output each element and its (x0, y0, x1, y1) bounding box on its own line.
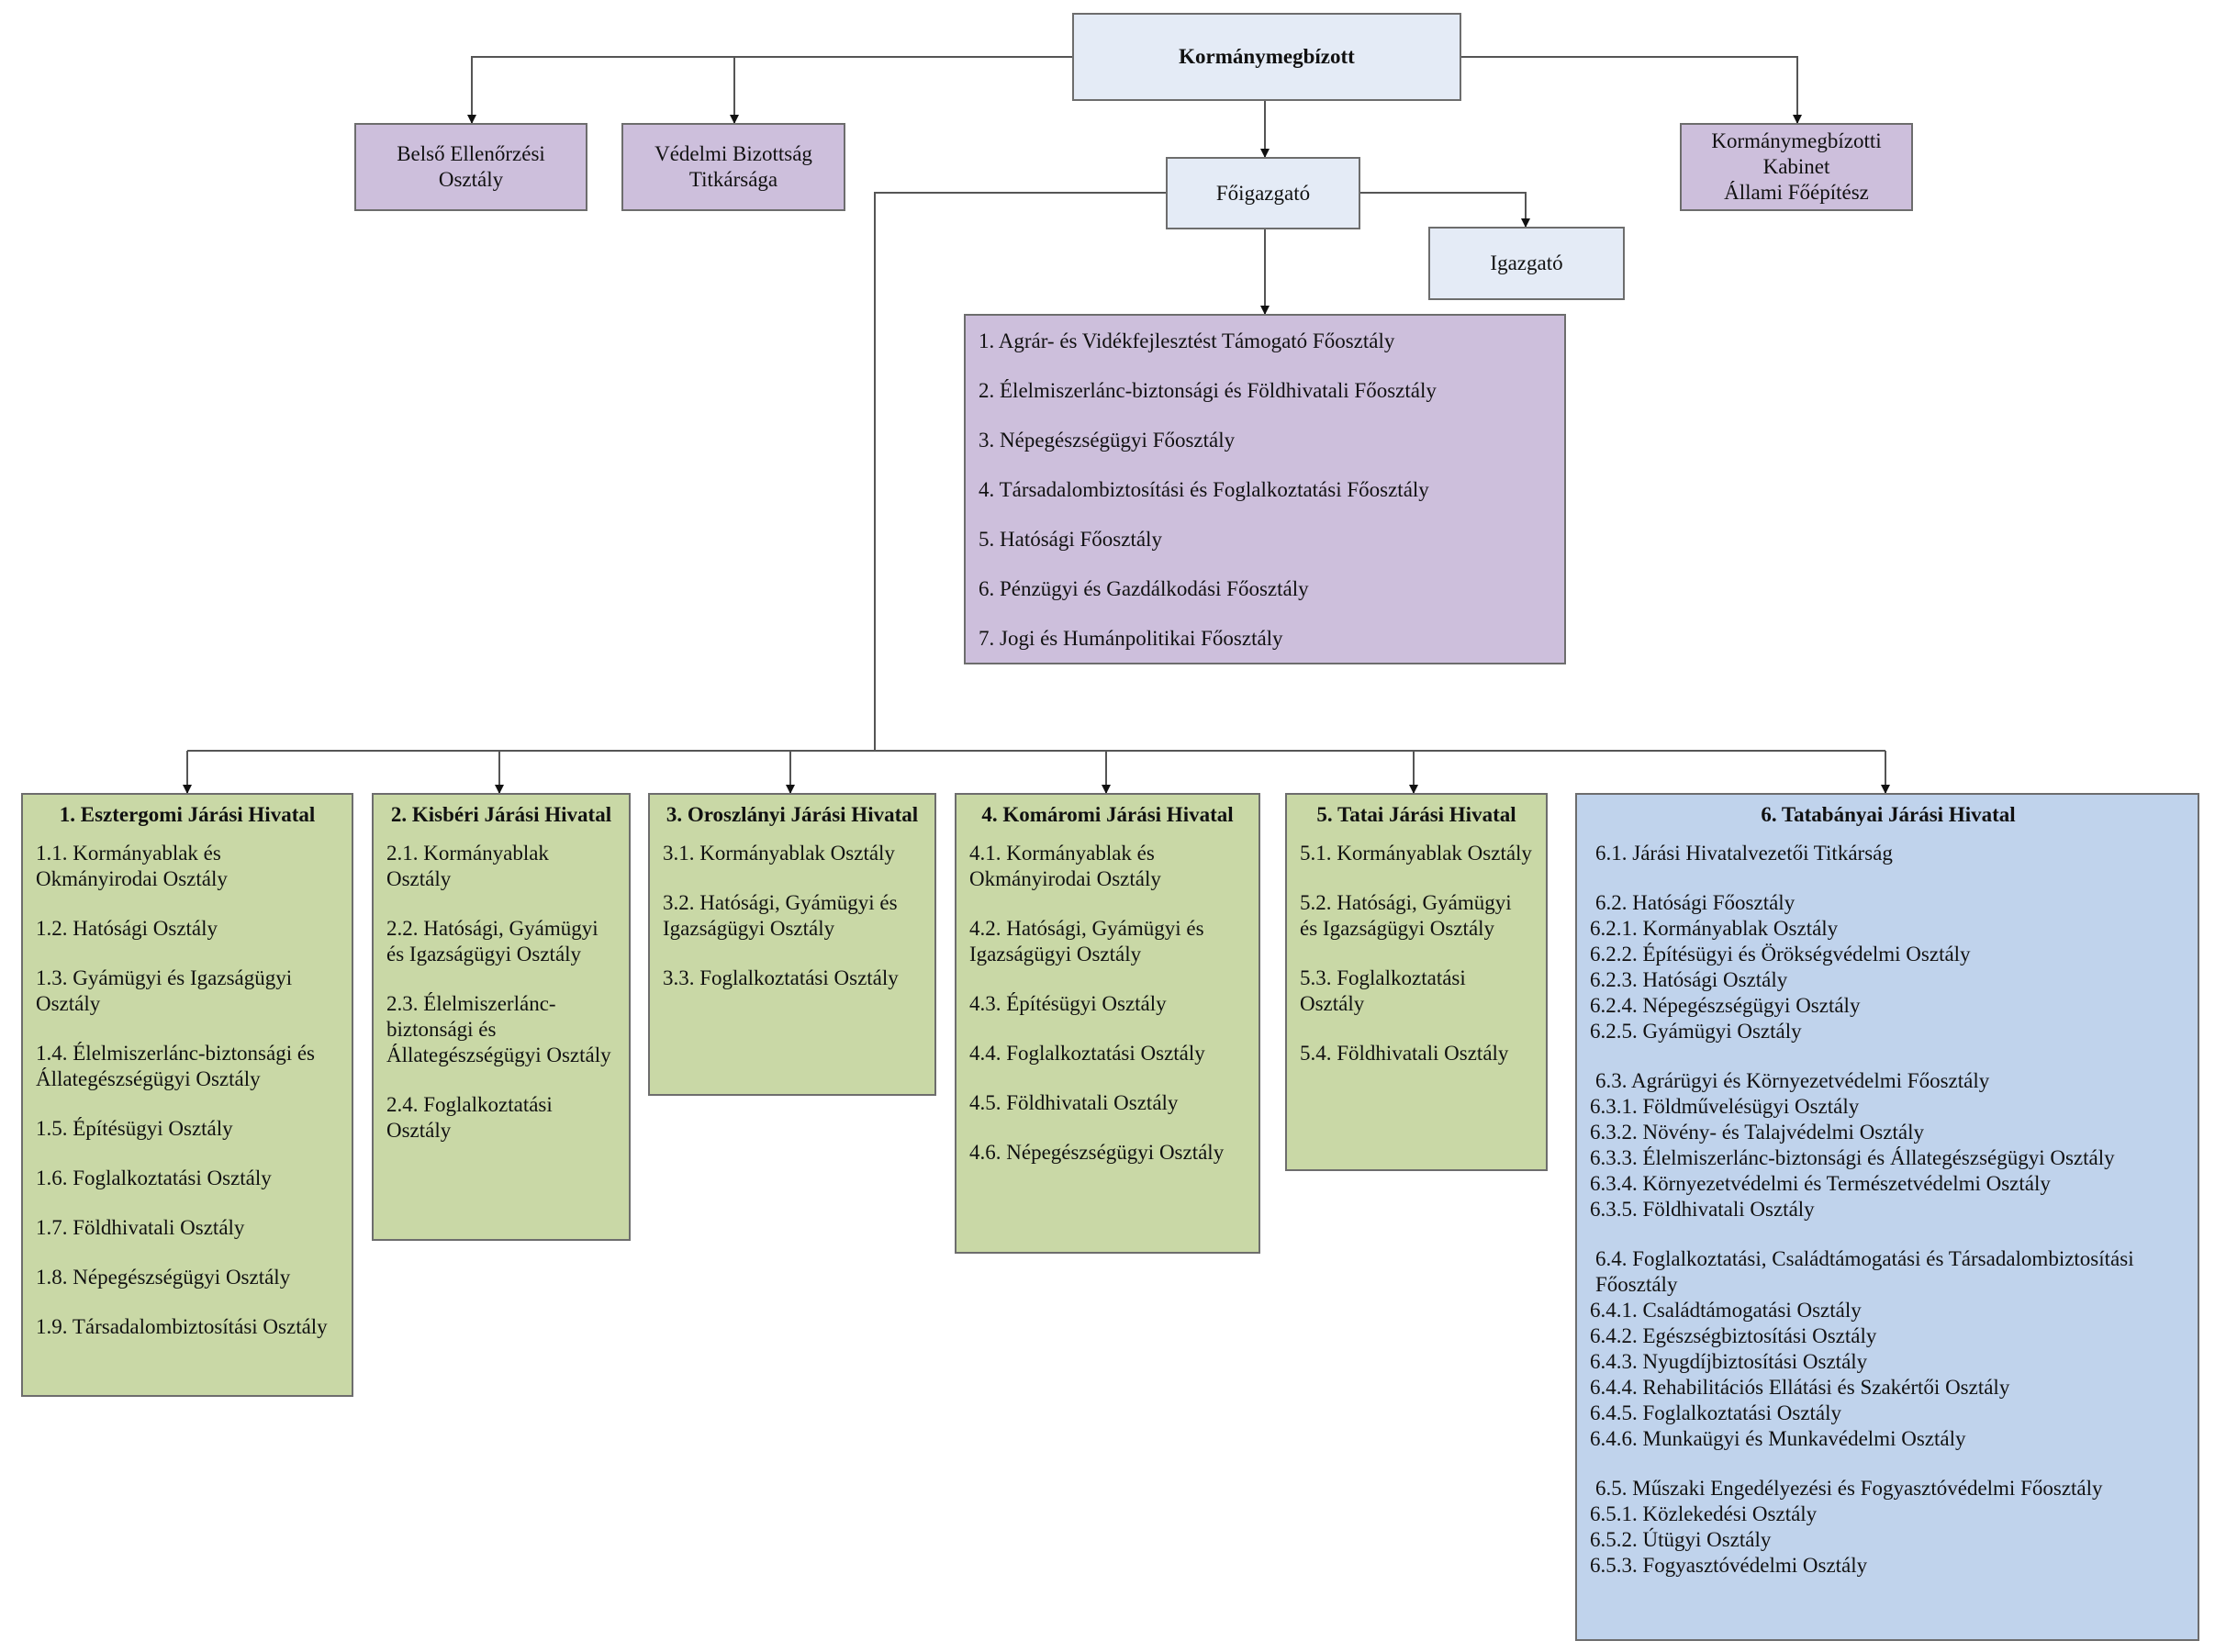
section-head: 6.3. Agrárügyi és Környezetvédelmi Főosz… (1595, 1069, 1990, 1092)
office-item: 4.1. Kormányablak és Okmányirodai Osztál… (969, 842, 1161, 890)
office-item: 5.2. Hatósági, Gyámügyi és Igazságügyi O… (1300, 891, 1512, 940)
office-tatabanya: 6. Tatabányai Járási Hivatal 6.1. Járási… (1575, 793, 2199, 1641)
department-item: 5. Hatósági Főosztály (979, 528, 1162, 551)
office-item: 3.3. Foglalkoztatási Osztály (663, 966, 899, 989)
office-kisber: 2. Kisbéri Járási Hivatal 2.1. Kormányab… (372, 793, 631, 1241)
belso-line2: Osztály (438, 168, 504, 191)
office-oroszlany: 3. Oroszlányi Járási Hivatal 3.1. Kormán… (648, 793, 936, 1096)
office-item: 5.4. Földhivatali Osztály (1300, 1042, 1509, 1065)
office-item: 2.1. Kormányablak Osztály (386, 842, 549, 890)
igazgato-title: Igazgató (1490, 251, 1563, 274)
section-line: 6.4.4. Rehabilitációs Ellátási és Szakér… (1590, 1376, 2010, 1399)
office-item: 1.9. Társadalombiztosítási Osztály (36, 1315, 328, 1338)
section-group: 6.1. Járási Hivatalvezetői Titkárság (1590, 841, 2187, 866)
office-item: 3.2. Hatósági, Gyámügyi és Igazságügyi O… (663, 891, 898, 940)
office-item: 5.3. Foglalkoztatási Osztály (1300, 966, 1466, 1015)
office-item: 4.2. Hatósági, Gyámügyi és Igazságügyi O… (969, 917, 1204, 966)
section-group: 6.4. Foglalkoztatási, Családtámogatási é… (1590, 1246, 2187, 1452)
office-title: 3. Oroszlányi Járási Hivatal (666, 803, 919, 826)
vedelmi-line1: Védelmi Bizottság (654, 142, 812, 165)
office-item: 1.6. Foglalkoztatási Osztály (36, 1166, 272, 1189)
department-item: 4. Társadalombiztosítási és Foglalkoztat… (979, 478, 1429, 501)
office-item: 3.1. Kormányablak Osztály (663, 842, 895, 865)
kabinet-box: Kormánymegbízotti Kabinet Állami Főépíté… (1680, 123, 1913, 211)
section-line: 6.2.4. Népegészségügyi Osztály (1590, 994, 1861, 1017)
vedelmi-line2: Titkársága (688, 168, 778, 191)
foigazgato-title: Főigazgató (1215, 181, 1311, 205)
office-item: 4.6. Népegészségügyi Osztály (969, 1141, 1225, 1164)
departments-box: 1. Agrár- és Vidékfejlesztést Támogató F… (964, 314, 1566, 664)
office-item: 5.1. Kormányablak Osztály (1300, 842, 1532, 865)
office-item: 1.5. Építésügyi Osztály (36, 1117, 233, 1140)
section-line: 6.2.2. Építésügyi és Örökségvédelmi Oszt… (1590, 943, 1971, 966)
office-item: 4.5. Földhivatali Osztály (969, 1091, 1179, 1114)
office-item: 2.4. Foglalkoztatási Osztály (386, 1093, 553, 1142)
office-title: 6. Tatabányai Járási Hivatal (1761, 803, 2016, 826)
section-line: 6.4.3. Nyugdíjbiztosítási Osztály (1590, 1350, 1868, 1373)
office-title: 2. Kisbéri Járási Hivatal (390, 803, 612, 826)
office-item: 1.4. Élelmiszerlánc-biztonsági és Állate… (36, 1042, 316, 1090)
top-title: Kormánymegbízott (1179, 45, 1355, 68)
section-line: 6.5.2. Útügyi Osztály (1590, 1528, 1772, 1551)
office-item: 1.7. Földhivatali Osztály (36, 1216, 245, 1239)
office-item: 1.3. Gyámügyi és Igazságügyi Osztály (36, 966, 293, 1015)
kabinet-line2: Kabinet (1762, 155, 1830, 178)
department-item: 3. Népegészségügyi Főosztály (979, 429, 1236, 452)
section-line: 6.3.5. Földhivatali Osztály (1590, 1198, 1815, 1221)
department-item: 6. Pénzügyi és Gazdálkodási Főosztály (979, 577, 1309, 600)
section-line: 6.4.1. Családtámogatási Osztály (1590, 1299, 1862, 1322)
section-line: 6.5.3. Fogyasztóvédelmi Osztály (1590, 1554, 1868, 1577)
office-esztergom: 1. Esztergomi Járási Hivatal 1.1. Kormán… (21, 793, 353, 1397)
office-title: 4. Komáromi Járási Hivatal (981, 803, 1234, 826)
section-line: 6.3.2. Növény- és Talajvédelmi Osztály (1590, 1121, 1924, 1144)
section-line: 6.5.1. Közlekedési Osztály (1590, 1502, 1818, 1525)
section-line: 6.2.1. Kormányablak Osztály (1590, 917, 1839, 940)
office-item: 2.3. Élelmiszerlánc-biztonsági és Állate… (386, 992, 611, 1066)
office-tata: 5. Tatai Járási Hivatal 5.1. Kormányabla… (1285, 793, 1548, 1171)
section-line: 6.4.5. Foglalkoztatási Osztály (1590, 1401, 1842, 1424)
section-group: 6.5. Műszaki Engedélyezési és Fogyasztóv… (1590, 1476, 2187, 1579)
igazgato-box: Igazgató (1428, 227, 1625, 300)
section-head: 6.2. Hatósági Főosztály (1595, 891, 1795, 914)
department-item: 1. Agrár- és Vidékfejlesztést Támogató F… (979, 329, 1395, 352)
kabinet-line1: Kormánymegbízotti (1711, 129, 1882, 152)
office-item: 1.1. Kormányablak és Okmányirodai Osztál… (36, 842, 228, 890)
kabinet-line3: Állami Főépítész (1724, 181, 1869, 204)
foigazgato-box: Főigazgató (1166, 157, 1360, 229)
belso-box: Belső Ellenőrzési Osztály (354, 123, 587, 211)
office-komarom: 4. Komáromi Járási Hivatal 4.1. Kormánya… (955, 793, 1260, 1254)
section-line: 6.2.3. Hatósági Osztály (1590, 968, 1788, 991)
office-item: 4.3. Építésügyi Osztály (969, 992, 1167, 1015)
vedelmi-box: Védelmi Bizottság Titkársága (621, 123, 845, 211)
section-head: 6.1. Járási Hivatalvezetői Titkárság (1595, 842, 1893, 865)
section-line: 6.3.3. Élelmiszerlánc-biztonsági és Álla… (1590, 1146, 2115, 1169)
office-title: 1. Esztergomi Járási Hivatal (59, 803, 316, 826)
office-item: 4.4. Foglalkoztatási Osztály (969, 1042, 1205, 1065)
office-title: 5. Tatai Járási Hivatal (1316, 803, 1516, 826)
office-item: 2.2. Hatósági, Gyámügyi és Igazságügyi O… (386, 917, 598, 966)
top-box: Kormánymegbízott (1072, 13, 1461, 101)
section-line: 6.4.2. Egészségbiztosítási Osztály (1590, 1324, 1877, 1347)
section-line: 6.2.5. Gyámügyi Osztály (1590, 1020, 1802, 1043)
department-item: 7. Jogi és Humánpolitikai Főosztály (979, 627, 1283, 650)
section-line: 6.3.4. Környezetvédelmi és Természetvéde… (1590, 1172, 2051, 1195)
office-item: 1.8. Népegészségügyi Osztály (36, 1266, 291, 1289)
department-item: 2. Élelmiszerlánc-biztonsági és Földhiva… (979, 379, 1437, 402)
belso-line1: Belső Ellenőrzési (397, 142, 545, 165)
section-line: 6.3.1. Földművelésügyi Osztály (1590, 1095, 1860, 1118)
section-group: 6.3. Agrárügyi és Környezetvédelmi Főosz… (1590, 1068, 2187, 1222)
section-line: 6.4.6. Munkaügyi és Munkavédelmi Osztály (1590, 1427, 1966, 1450)
office-item: 1.2. Hatósági Osztály (36, 917, 218, 940)
section-group: 6.2. Hatósági Főosztály 6.2.1. Kormányab… (1590, 890, 2187, 1044)
section-head: 6.5. Műszaki Engedélyezési és Fogyasztóv… (1595, 1477, 2103, 1500)
section-head: 6.4. Foglalkoztatási, Családtámogatási é… (1595, 1247, 2134, 1296)
